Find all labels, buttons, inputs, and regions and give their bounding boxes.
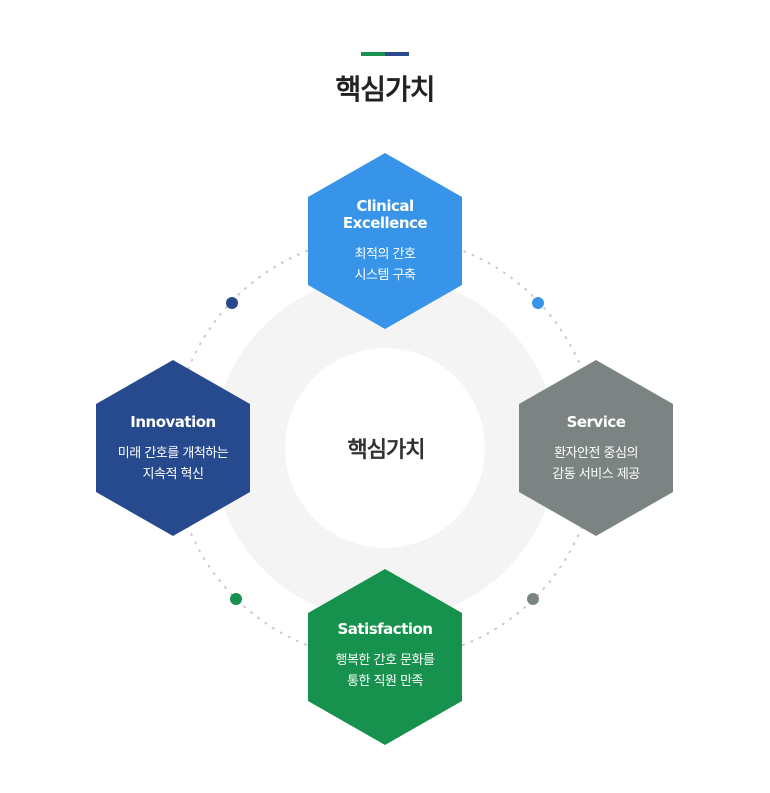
orbit-dot-innovation xyxy=(226,297,238,309)
value-desc-line: 감동 서비스 제공 xyxy=(552,467,640,482)
center-label: 핵심가치 xyxy=(347,438,426,463)
value-title: Clinical Excellence xyxy=(310,198,460,232)
value-desc-line: 미래 간호를 개척하는 xyxy=(117,446,229,461)
value-description: 미래 간호를 개척하는 지속적 혁신 xyxy=(98,443,248,485)
value-satisfaction: Satisfaction 행복한 간호 문화를 통한 직원 만족 xyxy=(310,621,460,692)
value-title: Innovation xyxy=(98,414,248,431)
value-desc-line: 시스템 구축 xyxy=(354,268,416,283)
hexagon-innovation xyxy=(96,360,250,536)
value-description: 최적의 간호 시스템 구축 xyxy=(310,244,460,286)
value-desc-line: 지속적 혁신 xyxy=(142,467,204,482)
title-accent-blue xyxy=(385,52,409,56)
title-accent-green xyxy=(361,52,385,56)
value-desc-line: 통한 직원 만족 xyxy=(346,674,424,689)
orbit-dot-service xyxy=(527,593,539,605)
value-title-line: Satisfaction xyxy=(337,620,433,638)
orbit-dot-satisfaction xyxy=(230,593,242,605)
value-service: Service 환자안전 중심의 감동 서비스 제공 xyxy=(521,414,671,485)
hexagon-service xyxy=(519,360,673,536)
hexagon-clinical-excellence xyxy=(308,153,462,329)
value-desc-line: 환자안전 중심의 xyxy=(554,446,638,461)
value-title-line: Clinical xyxy=(356,197,414,215)
value-title: Satisfaction xyxy=(310,621,460,638)
value-innovation: Innovation 미래 간호를 개척하는 지속적 혁신 xyxy=(98,414,248,485)
value-description: 행복한 간호 문화를 통한 직원 만족 xyxy=(310,650,460,692)
orbit-dot-clinical xyxy=(532,297,544,309)
value-clinical-excellence: Clinical Excellence 최적의 간호 시스템 구축 xyxy=(310,198,460,286)
page-title: 핵심가치 xyxy=(335,73,435,106)
value-description: 환자안전 중심의 감동 서비스 제공 xyxy=(521,443,671,485)
value-desc-line: 최적의 간호 xyxy=(354,247,416,262)
title-accent-bar xyxy=(361,52,409,56)
value-title-line: Excellence xyxy=(342,214,428,232)
value-title-line: Service xyxy=(566,413,626,431)
hexagon-satisfaction xyxy=(308,569,462,745)
value-title: Service xyxy=(521,414,671,431)
value-title-line: Innovation xyxy=(130,413,216,431)
value-desc-line: 행복한 간호 문화를 xyxy=(335,653,435,668)
